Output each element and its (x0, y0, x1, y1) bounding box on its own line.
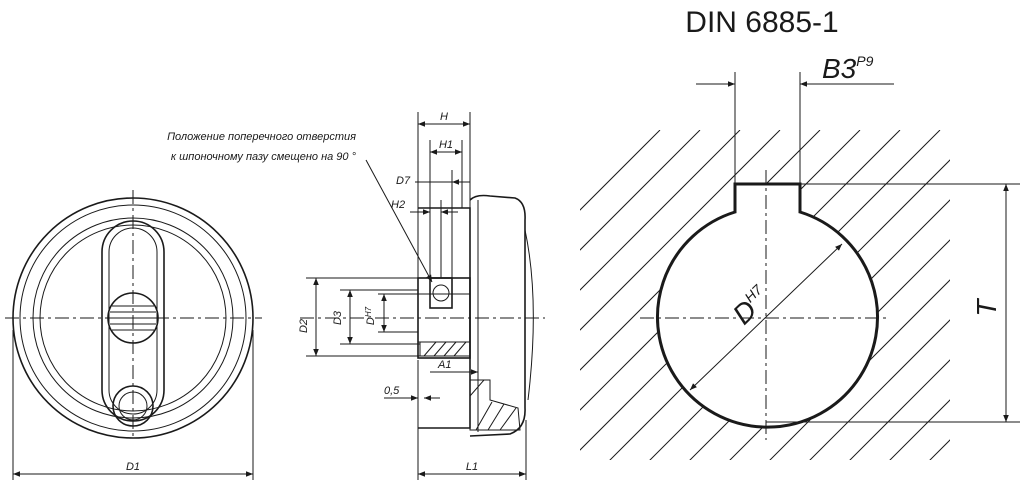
hub-circle (107, 292, 159, 344)
detail-d-dimension-line (689, 243, 843, 391)
front-view: D1 (5, 190, 262, 480)
wheel-rim-inner-edge (19, 204, 247, 432)
label-d1: D1 (126, 461, 140, 473)
label-h2: H2 (391, 199, 405, 211)
label-h: H (440, 111, 448, 123)
label-t: T (971, 298, 1002, 317)
handle-slot-inner (108, 227, 158, 415)
handle-slot (101, 220, 165, 422)
revolving-handle-knob (112, 385, 154, 427)
label-d2: D2 (298, 319, 310, 333)
label-b3: B3P9 (822, 53, 874, 84)
standard-title: DIN 6885-1 (685, 6, 838, 39)
label-l1: L1 (466, 461, 478, 473)
keyway-detail: DIN 6885-1 B3P9 DH7 T (580, 6, 1020, 460)
label-d-bore: DH7 (364, 306, 377, 325)
wheel-dome (524, 229, 534, 401)
label-d7: D7 (396, 175, 411, 187)
wheel-face-ring-inner (39, 224, 227, 412)
hub-grip-lines (110, 305, 156, 331)
note-line-2: к шпоночному пазу смещено на 90 ° (171, 151, 357, 163)
wheel-outer-rim (12, 197, 254, 439)
label-a1: A1 (437, 359, 451, 371)
bore-with-keyway-outline (656, 182, 879, 429)
label-h1: H1 (439, 139, 453, 151)
revolving-handle-knob-inner (118, 391, 148, 421)
cross-hole-circle (432, 284, 450, 302)
label-gap: 0,5 (384, 385, 400, 397)
note-leader (365, 159, 433, 283)
section-hatching (419, 341, 521, 431)
wheel-face-ring (32, 217, 234, 419)
side-view: H H1 D7 H2 D2 D3 DH7 A1 (298, 111, 545, 480)
wheel-disc-outline (469, 194, 526, 437)
label-d3: D3 (332, 310, 344, 325)
note-line-1: Положение поперечного отверстия (167, 131, 356, 143)
